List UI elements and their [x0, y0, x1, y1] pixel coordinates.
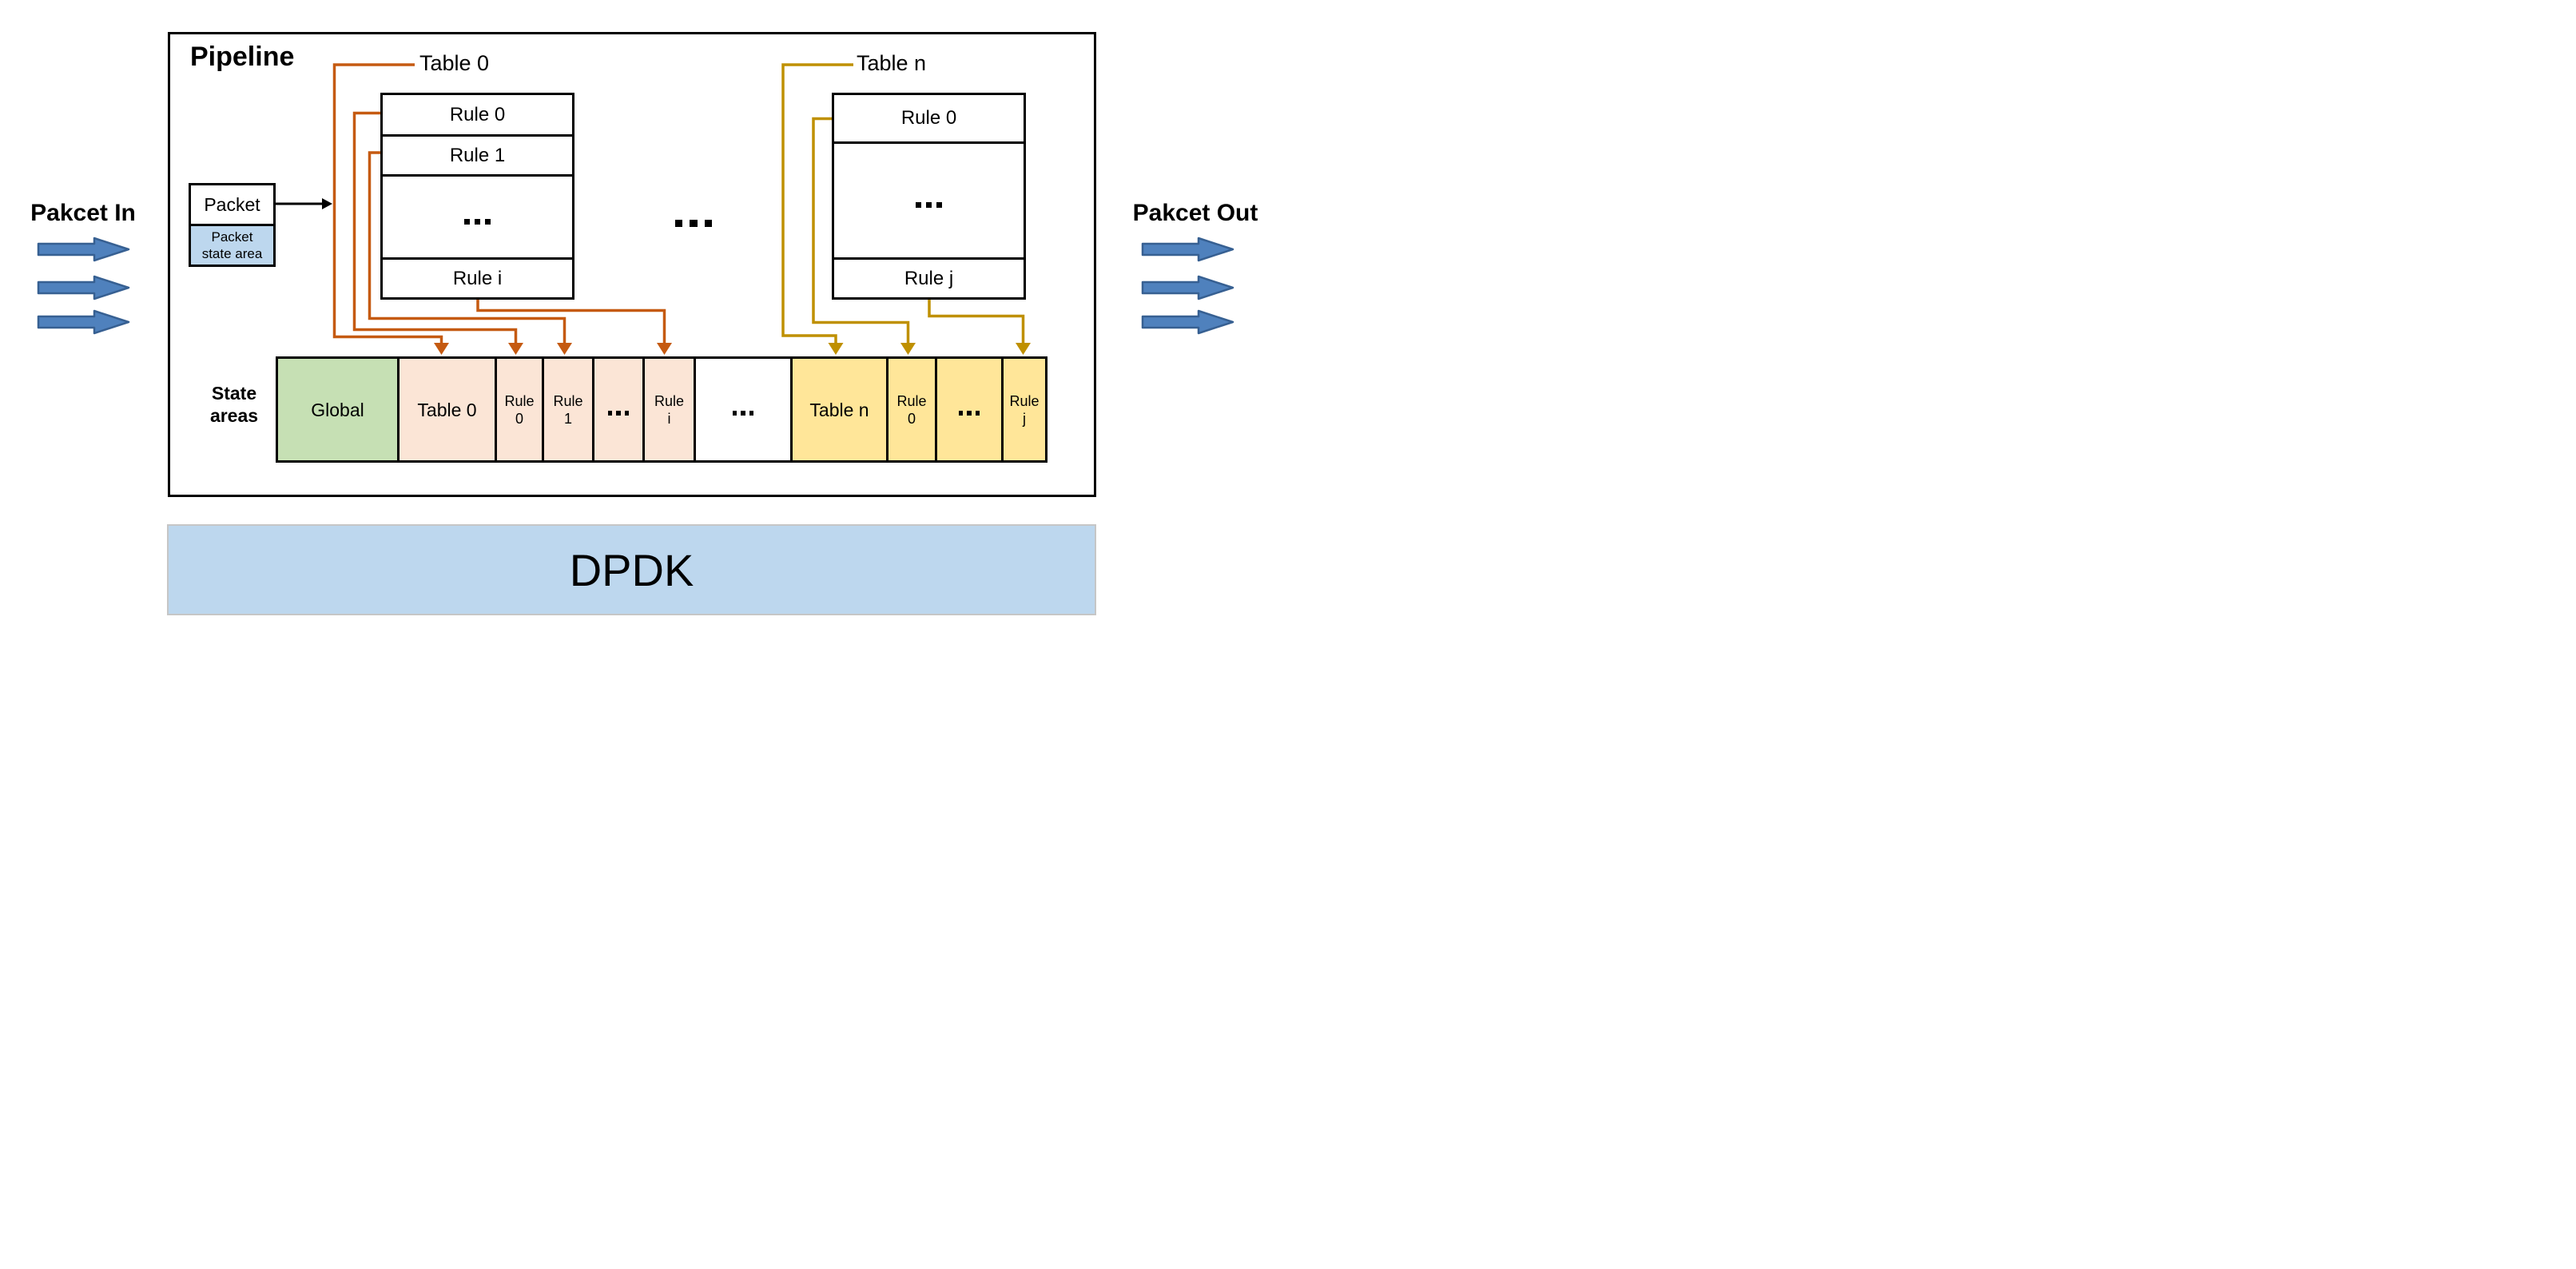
state-cell-global-label: Global	[311, 399, 364, 420]
tablen-ellipsis	[913, 187, 945, 214]
packet-box: Packet Packet state area	[189, 183, 276, 267]
table0-label: Table 0	[419, 51, 490, 75]
state-cell-table0: Table 0	[397, 359, 495, 460]
state-areas-label: State areas	[198, 382, 270, 427]
dpdk-label: DPDK	[569, 544, 694, 595]
tablen-rule0-row: Rule 0	[834, 95, 1024, 141]
table0-rulei-row: Rule i	[383, 257, 572, 297]
table0-rule1-row: Rule 1	[383, 134, 572, 174]
table0-box: Rule 0 Rule 1 Rule i	[380, 93, 574, 300]
table0-rule0-row: Rule 0	[383, 95, 572, 134]
table0-rulei-label: Rule i	[452, 267, 503, 289]
state-cell-table0-ellipsis	[592, 359, 642, 460]
packet-state-line2: state area	[201, 246, 263, 261]
table0-ellipsis	[462, 204, 494, 231]
ellipsis-between-tables-dots	[671, 197, 715, 235]
packet-title: Packet	[204, 193, 260, 215]
tablen-rulej-label: Rule j	[904, 267, 954, 289]
tablen-rule0-label: Rule 0	[900, 107, 957, 129]
packet-in-label: Pakcet In	[30, 200, 136, 226]
table0-ellipsis-row	[383, 174, 572, 257]
state-cell-table0-label: Table 0	[417, 399, 477, 420]
state-cell-middle-ellipsis	[694, 359, 790, 460]
table0-rule1-label: Rule 1	[449, 144, 506, 166]
pipeline-title: Pipeline	[190, 42, 295, 72]
packet-out-label: Pakcet Out	[1132, 200, 1258, 226]
packet-in-arrows-icon	[37, 237, 130, 335]
state-cell-tablen-ellipsis	[935, 359, 1001, 460]
packet-out-arrows-icon	[1141, 237, 1234, 335]
dpdk-bar: DPDK	[167, 524, 1096, 615]
table0-rule0-label: Rule 0	[449, 103, 506, 125]
pipeline-box	[168, 32, 1096, 497]
dpdk-pipeline-diagram: Pakcet In Pakcet Out	[0, 0, 1288, 634]
ellipsis-between-tables	[670, 200, 718, 232]
packet-state-area: Packet state area	[191, 224, 273, 265]
tablen-ellipsis-row	[834, 141, 1024, 257]
state-areas-label-line1: State	[211, 383, 257, 404]
state-cell-global: Global	[278, 359, 397, 460]
tablen-label: Table n	[857, 51, 927, 75]
state-cell-tablen-label: Table n	[809, 399, 869, 420]
state-areas-label-line2: areas	[209, 405, 259, 426]
packet-state-line1: Packet	[211, 229, 253, 245]
tablen-rulej-row: Rule j	[834, 257, 1024, 297]
tablen-box: Rule 0 Rule j	[832, 93, 1026, 300]
state-cell-tablen: Table n	[790, 359, 886, 460]
